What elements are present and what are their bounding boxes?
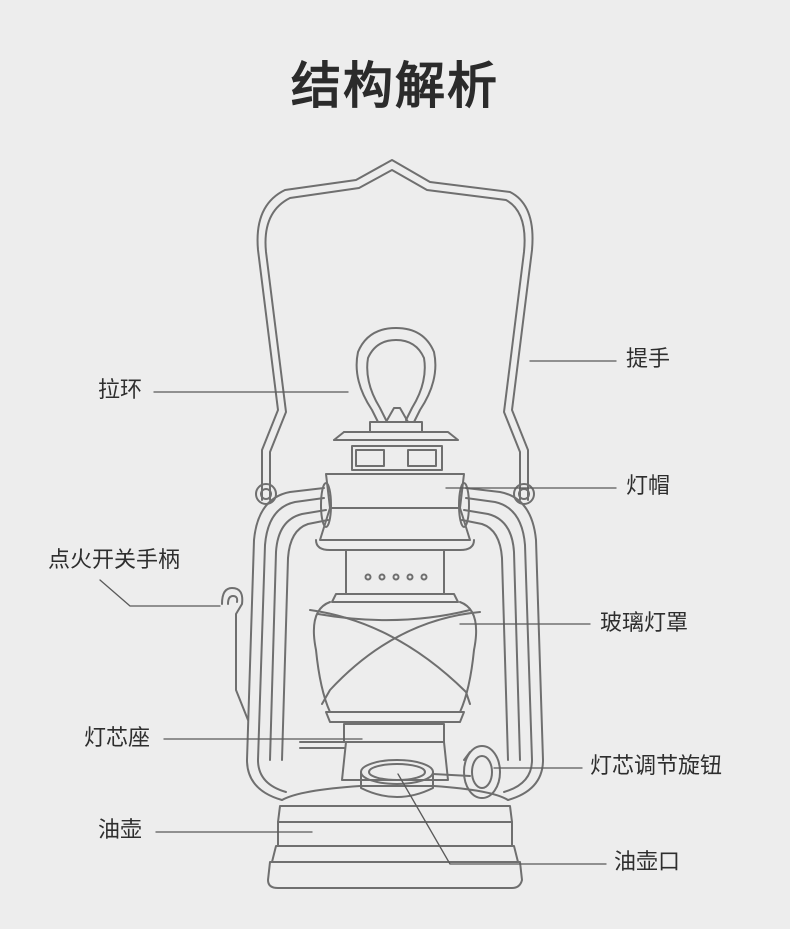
fuel-tank xyxy=(267,785,523,889)
label-wick-base: 灯芯座 xyxy=(84,726,151,751)
label-glass-globe: 玻璃灯罩 xyxy=(600,611,689,636)
wick-adjust-knob xyxy=(463,745,501,799)
leader-lines xyxy=(99,360,617,865)
leader-fuel-cap xyxy=(397,773,607,865)
label-wick-knob: 灯芯调节旋钮 xyxy=(590,754,723,779)
bail-handle xyxy=(256,159,534,501)
ignition-lever xyxy=(221,587,249,721)
leader-ignition-lever xyxy=(99,579,221,607)
chimney xyxy=(331,549,459,603)
fuel-cap xyxy=(360,759,471,798)
label-fuel-tank: 油壶 xyxy=(98,818,143,843)
label-cap: 灯帽 xyxy=(626,474,671,499)
label-pull-ring: 拉环 xyxy=(98,378,143,403)
glass-globe xyxy=(309,601,481,723)
label-fuel-cap: 油壶口 xyxy=(614,850,681,875)
pull-ring xyxy=(355,327,437,423)
side-frame xyxy=(246,482,544,801)
top-cap xyxy=(315,421,475,551)
label-ignition-lever: 点火开关手柄 xyxy=(48,548,181,573)
label-handle: 提手 xyxy=(626,347,671,372)
page-title: 结构解析 xyxy=(291,57,499,115)
